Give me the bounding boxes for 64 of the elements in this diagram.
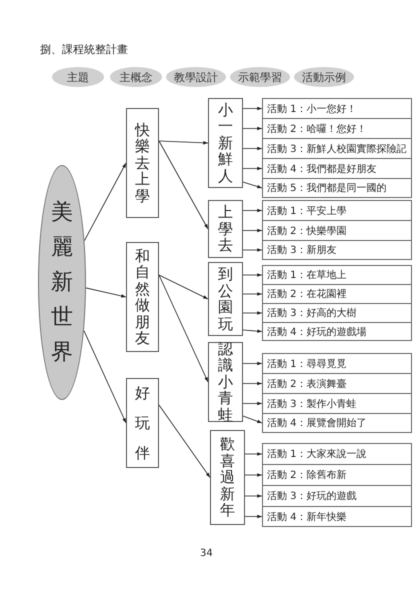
activity-box: 活動 2：在花園裡: [262, 284, 412, 304]
concept-box: 認識小青蛙: [208, 342, 243, 422]
activity-box: 活動 4：展覽會開始了: [262, 413, 412, 433]
arrow: [242, 248, 262, 252]
concept-box: 小一新鮮人: [208, 98, 243, 188]
activity-box: 活動 1：大家來說一說: [262, 443, 412, 465]
arrow: [242, 311, 262, 315]
activity-box: 活動 2：快樂學園: [262, 220, 412, 241]
header-tag: 活動示例: [294, 67, 354, 87]
page-number: 34: [200, 548, 213, 559]
activity-box: 活動 1：尋尋覓覓: [262, 353, 412, 374]
arrow: [242, 146, 262, 150]
arrow: [242, 416, 262, 424]
activity-box: 活動 3：好高的大樹: [262, 303, 412, 323]
header-tag: 教學設計: [166, 67, 226, 87]
activity-box: 活動 1：小一您好！: [262, 98, 412, 119]
header-tag: 主概念: [110, 67, 162, 87]
activity-box: 活動 2：表演舞臺: [262, 373, 412, 394]
arrow: [86, 288, 126, 298]
arrow: [244, 473, 262, 477]
activity-box: 活動 4：我們都是好朋友: [262, 158, 412, 179]
concept-box: 歡喜過新年: [210, 430, 245, 525]
arrow: [244, 514, 262, 518]
arrow: [158, 404, 210, 478]
arrow: [242, 273, 262, 277]
arrow: [158, 140, 208, 230]
arrow: [242, 292, 262, 296]
arrow: [244, 452, 262, 456]
activity-box: 活動 2：哈囉！您好！: [262, 118, 412, 139]
activity-box: 活動 4：好玩的遊戲場: [262, 322, 412, 341]
header-tag: 主題: [52, 67, 104, 87]
activity-box: 活動 4：新年快樂: [262, 506, 412, 527]
arrow: [158, 140, 208, 145]
arrow: [242, 228, 262, 232]
arrow: [242, 106, 262, 110]
activity-box: 活動 5：我們都是同一國的: [262, 178, 412, 198]
arrow: [158, 274, 208, 382]
concept-box: 上學去: [208, 200, 243, 258]
arrow: [242, 402, 262, 406]
activity-box: 活動 3：製作小青蛙: [262, 393, 412, 414]
arrow: [242, 166, 262, 170]
activity-box: 活動 3：新鮮人校園實際探險記: [262, 138, 412, 159]
arrow: [158, 274, 208, 300]
concept-box: 好玩伴: [126, 378, 159, 468]
arrow: [242, 382, 262, 386]
page-title: 捌、課程統整計畫: [40, 42, 128, 57]
arrow: [84, 162, 126, 242]
activity-box: 活動 1：平安上學: [262, 200, 412, 221]
arrow: [244, 494, 262, 498]
header-tag: 示範學習: [230, 67, 290, 87]
arrow: [242, 182, 262, 188]
theme-ellipse: 美麗新世界: [38, 165, 86, 400]
concept-box: 快樂去上學: [126, 108, 159, 218]
activity-box: 活動 3：新朋友: [262, 240, 412, 260]
concept-box: 和自然做朋友: [126, 242, 159, 352]
activity-box: 活動 2：除舊布新: [262, 464, 412, 486]
concept-box: 到公園玩: [208, 262, 243, 336]
arrow: [242, 329, 262, 333]
activity-box: 活動 3：好玩的遊戲: [262, 485, 412, 507]
arrow: [242, 362, 262, 366]
arrow: [242, 126, 262, 130]
arrow: [242, 208, 262, 212]
arrow: [84, 330, 126, 424]
activity-box: 活動 1：在草地上: [262, 265, 412, 285]
